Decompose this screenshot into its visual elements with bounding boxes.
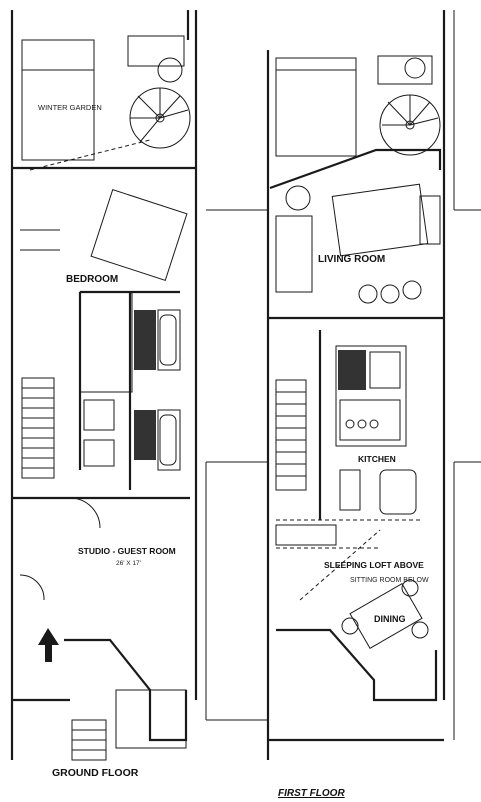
sleeping-loft-label: SLEEPING LOFT ABOVE xyxy=(324,560,424,570)
living-room-label: LIVING ROOM xyxy=(318,254,385,265)
sitting-room-label: SITTING ROOM BELOW xyxy=(350,577,429,584)
first-floor-plan: LIVING ROOM KITCHEN SLEEPING LOFT ABOVE … xyxy=(205,10,481,799)
ground-floor-plan: WINTER GARDEN BEDROOM STUDIO - GUEST ROO… xyxy=(10,10,198,779)
studio-label: STUDIO - GUEST ROOM xyxy=(78,546,176,556)
ground-floor-title: GROUND FLOOR xyxy=(52,767,139,779)
winter-garden-label: WINTER GARDEN xyxy=(38,103,102,112)
first-floor-title: FIRST FLOOR xyxy=(278,788,345,799)
entry-arrow-icon xyxy=(38,628,59,662)
dining-label: DINING xyxy=(374,614,406,624)
studio-dims-label: 26' X 17' xyxy=(116,560,141,567)
kitchen-label: KITCHEN xyxy=(358,454,396,464)
stair-first xyxy=(275,379,307,491)
bedroom-label: BEDROOM xyxy=(66,274,118,285)
spiral-stair-first xyxy=(379,94,441,156)
spiral-stair-ground xyxy=(129,87,191,149)
stair-ground xyxy=(21,377,55,479)
